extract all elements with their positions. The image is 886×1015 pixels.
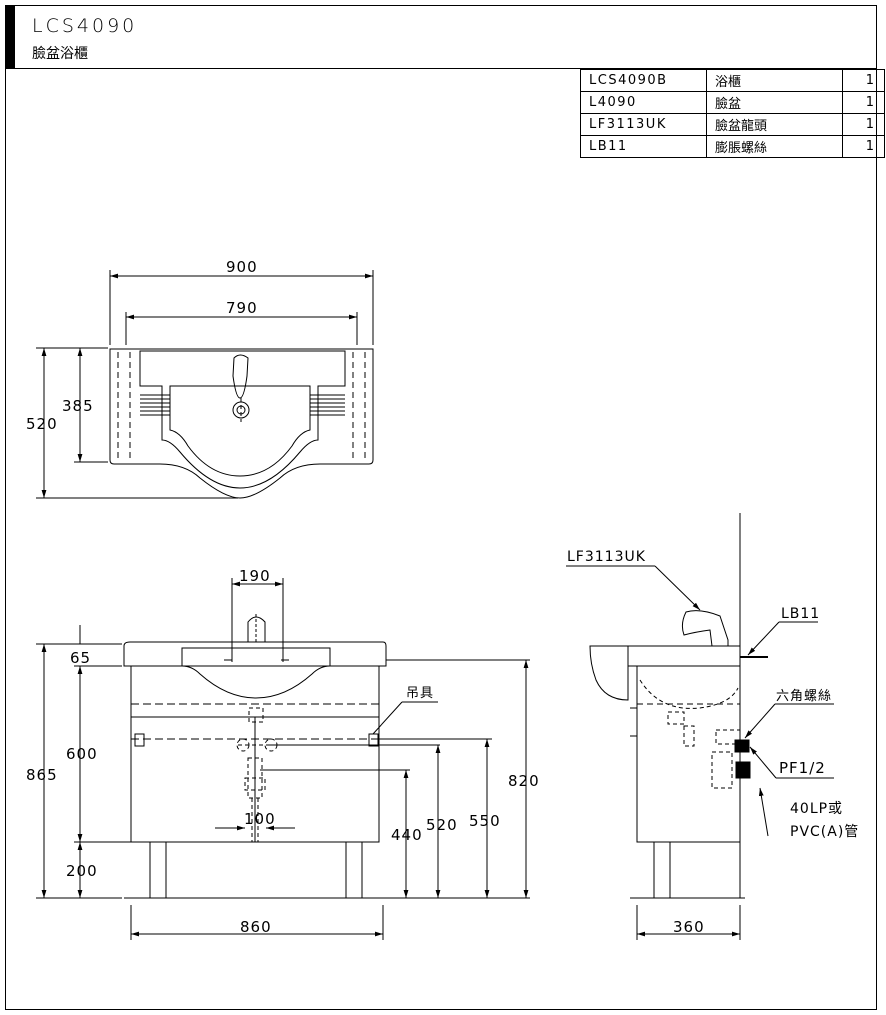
dim-440: 440 bbox=[391, 826, 423, 844]
part-name: 臉盆龍頭 bbox=[706, 113, 843, 136]
drawing-frame bbox=[5, 5, 877, 1010]
top-view bbox=[36, 270, 374, 499]
dim-65: 65 bbox=[70, 649, 91, 667]
part-code: LF3113UK bbox=[580, 113, 707, 136]
dim-860: 860 bbox=[240, 918, 272, 936]
dim-200: 200 bbox=[66, 862, 98, 880]
dim-865: 865 bbox=[26, 766, 58, 784]
dim-600: 600 bbox=[66, 745, 98, 763]
front-view-labels: 190 65 600 865 200 100 440 520 550 820 8… bbox=[26, 567, 540, 936]
dim-190: 190 bbox=[239, 567, 271, 585]
dim-790: 790 bbox=[226, 299, 258, 317]
basin-profile bbox=[181, 647, 331, 699]
label-pipe-1: 40LP或 bbox=[790, 801, 843, 817]
label-lf3113uk: LF3113UK bbox=[567, 549, 646, 565]
label-lb11: LB11 bbox=[781, 606, 820, 622]
dim-385: 385 bbox=[62, 397, 94, 415]
part-name: 膨脹螺絲 bbox=[706, 135, 843, 158]
front-view bbox=[36, 578, 530, 940]
top-view-labels: 900 790 520 385 bbox=[26, 258, 258, 433]
title-block: LCS4090 臉盆浴櫃 bbox=[5, 5, 877, 69]
faucet-front-icon bbox=[247, 616, 266, 643]
pipe-fitting bbox=[735, 761, 751, 779]
part-code: L4090 bbox=[580, 91, 707, 114]
side-basin bbox=[589, 645, 629, 701]
label-pipe-2: PVC(A)管 bbox=[790, 824, 859, 840]
side-ribs-right bbox=[310, 394, 345, 416]
label-hex-screw: 六角螺絲 bbox=[776, 689, 832, 704]
leg-left bbox=[149, 841, 167, 899]
dim-900: 900 bbox=[226, 258, 258, 276]
side-ribs-left bbox=[140, 394, 170, 416]
dim-820: 820 bbox=[508, 772, 540, 790]
part-name: 浴櫃 bbox=[706, 69, 843, 92]
part-qty: 1 bbox=[842, 135, 885, 158]
basin-inner bbox=[139, 350, 346, 489]
product-name: 臉盆浴櫃 bbox=[32, 46, 88, 62]
bowl-rim bbox=[169, 385, 311, 477]
label-pf: PF1/2 bbox=[779, 759, 826, 777]
dim-100: 100 bbox=[244, 810, 276, 828]
side-view-labels: LF3113UK LB11 六角螺絲 PF1/2 40LP或 PVC(A)管 3… bbox=[567, 549, 859, 936]
dim-520-height: 520 bbox=[426, 816, 458, 834]
side-view bbox=[566, 513, 834, 940]
model-code: LCS4090 bbox=[32, 15, 138, 37]
leg-right bbox=[345, 841, 363, 899]
dim-360: 360 bbox=[673, 918, 705, 936]
dim-550: 550 bbox=[469, 812, 501, 830]
faucet-top-icon bbox=[232, 354, 249, 399]
part-code: LB11 bbox=[580, 135, 707, 158]
faucet-side-icon bbox=[681, 610, 729, 647]
top-view-outline bbox=[109, 348, 374, 499]
title-accent-bar bbox=[5, 5, 15, 68]
countertop bbox=[123, 641, 387, 667]
hanger-left bbox=[134, 733, 145, 747]
hanger-right bbox=[368, 733, 379, 747]
pf-fitting bbox=[734, 739, 750, 753]
label-hanger: 吊具 bbox=[406, 686, 434, 701]
dim-520-depth: 520 bbox=[26, 415, 58, 433]
